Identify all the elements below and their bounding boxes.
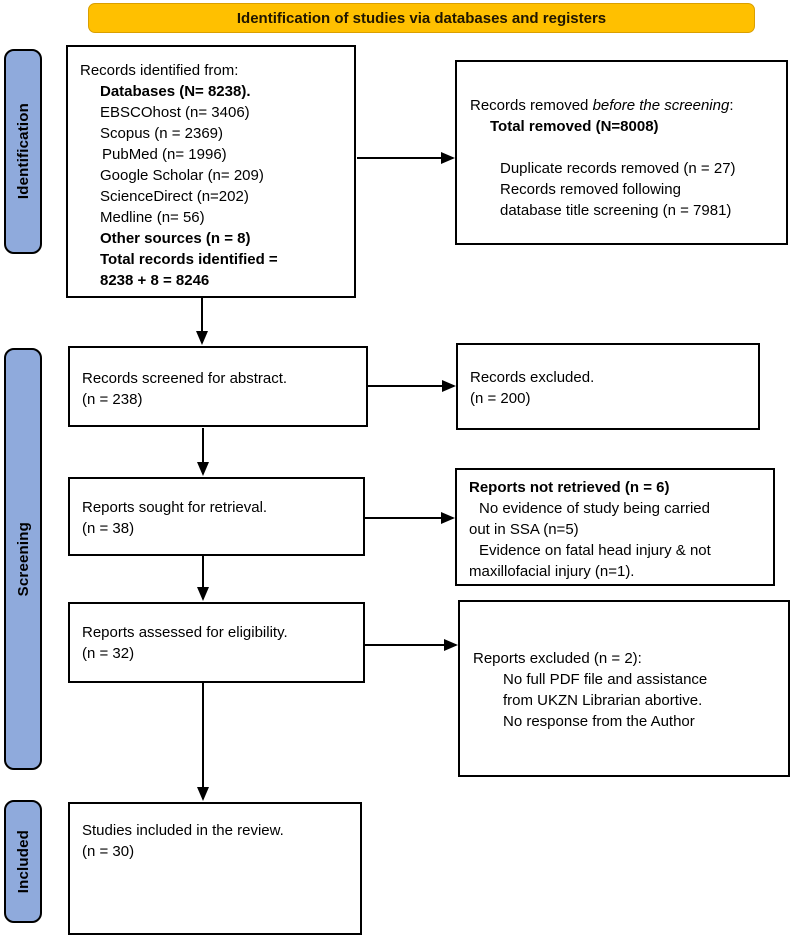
text-line: Total removed (N=8008) bbox=[490, 118, 659, 135]
text-line: Google Scholar (n= 209) bbox=[100, 167, 264, 184]
text-line: Records removed before the screening: bbox=[470, 97, 734, 114]
box-reports-assessed: Reports assessed for eligibility. (n = 32… bbox=[68, 602, 365, 683]
stage-label-identification-text: Identification bbox=[14, 103, 32, 200]
text-line: Databases (N= 8238). bbox=[100, 83, 251, 100]
text-line: Evidence on fatal head injury & not bbox=[479, 542, 711, 559]
text-line: Records removed following bbox=[500, 181, 681, 198]
text-line: (n = 200) bbox=[470, 390, 531, 407]
text-line: Other sources (n = 8) bbox=[100, 230, 251, 247]
text-line: (n = 30) bbox=[82, 843, 135, 860]
text-line: Total records identified = bbox=[100, 251, 278, 268]
text-line: Records identified from: bbox=[80, 62, 239, 79]
text-line: PubMed (n= 1996) bbox=[102, 146, 227, 163]
text-line: (n = 238) bbox=[82, 391, 143, 408]
text-line: Studies included in the review. bbox=[82, 822, 284, 839]
text-line: No response from the Author bbox=[503, 713, 695, 730]
text-line: Reports not retrieved (n = 6) bbox=[469, 479, 670, 496]
stage-label-included: Included bbox=[4, 800, 42, 923]
text-line: Reports sought for retrieval. bbox=[82, 499, 268, 516]
text-line: Reports excluded (n = 2): bbox=[473, 650, 642, 667]
text-line: database title screening (n = 7981) bbox=[500, 202, 732, 219]
text-line: Records screened for abstract. bbox=[82, 370, 288, 387]
box-records-removed: Records removed before the screening: Tot… bbox=[455, 60, 788, 245]
box-records-identified: Records identified from: Databases (N= 82… bbox=[66, 45, 356, 298]
text-line: No evidence of study being carried bbox=[479, 500, 710, 517]
text-line: (n = 38) bbox=[82, 520, 135, 537]
box-reports-excluded: Reports excluded (n = 2): No full PDF fil… bbox=[458, 600, 790, 777]
text-line: Scopus (n = 2369) bbox=[100, 125, 223, 142]
text-line: Medline (n= 56) bbox=[100, 209, 205, 226]
text-line: out in SSA (n=5) bbox=[469, 521, 579, 538]
stage-label-screening: Screening bbox=[4, 348, 42, 770]
text-line: Records excluded. bbox=[470, 369, 595, 386]
text-line: maxillofacial injury (n=1). bbox=[469, 563, 635, 580]
text-line: EBSCOhost (n= 3406) bbox=[100, 104, 250, 121]
text-line: 8238 + 8 = 8246 bbox=[100, 272, 210, 289]
title-banner-label: Identification of studies via databases … bbox=[236, 9, 607, 27]
text-line: Reports assessed for eligibility. bbox=[82, 624, 288, 641]
text-line: Duplicate records removed (n = 27) bbox=[500, 160, 736, 177]
stage-label-included-text: Included bbox=[14, 829, 32, 894]
text-line: ScienceDirect (n=202) bbox=[100, 188, 249, 205]
box-records-screened: Records screened for abstract. (n = 238) bbox=[68, 346, 368, 427]
box-reports-not-retrieved: Reports not retrieved (n = 6) No evidence… bbox=[455, 468, 775, 586]
text-line: (n = 32) bbox=[82, 645, 135, 662]
box-studies-included: Studies included in the review. (n = 30) bbox=[68, 802, 362, 935]
stage-label-screening-text: Screening bbox=[14, 521, 32, 597]
text-line: No full PDF file and assistance bbox=[503, 671, 708, 688]
stage-label-identification: Identification bbox=[4, 49, 42, 254]
box-reports-sought: Reports sought for retrieval. (n = 38) bbox=[68, 477, 365, 556]
text-line bbox=[470, 137, 776, 158]
box-records-excluded: Records excluded. (n = 200) bbox=[456, 343, 760, 430]
text-line: from UKZN Librarian abortive. bbox=[503, 692, 703, 709]
title-banner: Identification of studies via databases … bbox=[88, 3, 755, 33]
